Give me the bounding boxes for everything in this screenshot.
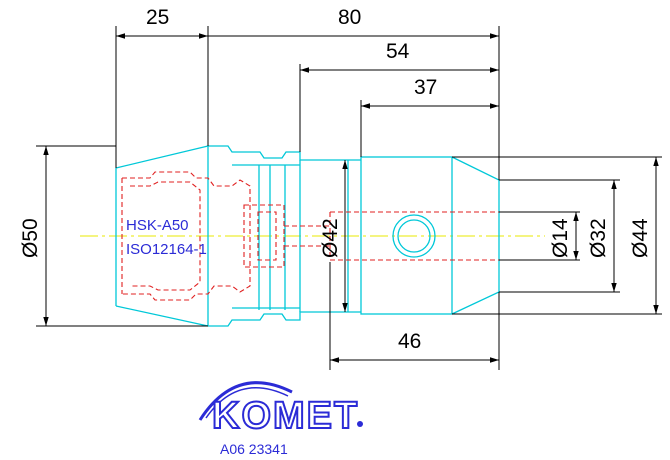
dim-80: 80 — [338, 6, 361, 29]
dim-54: 54 — [386, 40, 410, 63]
interface-label-line1: HSK-A50 — [126, 217, 189, 234]
part-number: A06 23341 — [220, 441, 288, 457]
dim-37: 37 — [414, 76, 437, 99]
dim-dia32: Ø32 — [587, 218, 610, 258]
dim-25: 25 — [146, 6, 169, 29]
part-outline — [115, 145, 500, 327]
dim-46: 46 — [398, 330, 421, 353]
dim-dia50: Ø50 — [19, 218, 42, 258]
dim-dia44: Ø44 — [629, 218, 652, 258]
interface-label-line2: ISO12164-1 — [126, 241, 207, 258]
logo-arc-icon — [198, 381, 293, 421]
hidden-lines — [121, 171, 499, 301]
dimension-lines — [36, 26, 662, 370]
komet-logo: KOMET — [198, 381, 363, 438]
dim-dia14: Ø14 — [549, 218, 572, 258]
logo-text: KOMET — [212, 395, 359, 437]
dim-dia42: Ø42 — [319, 218, 342, 258]
logo-dot-icon — [357, 421, 363, 427]
